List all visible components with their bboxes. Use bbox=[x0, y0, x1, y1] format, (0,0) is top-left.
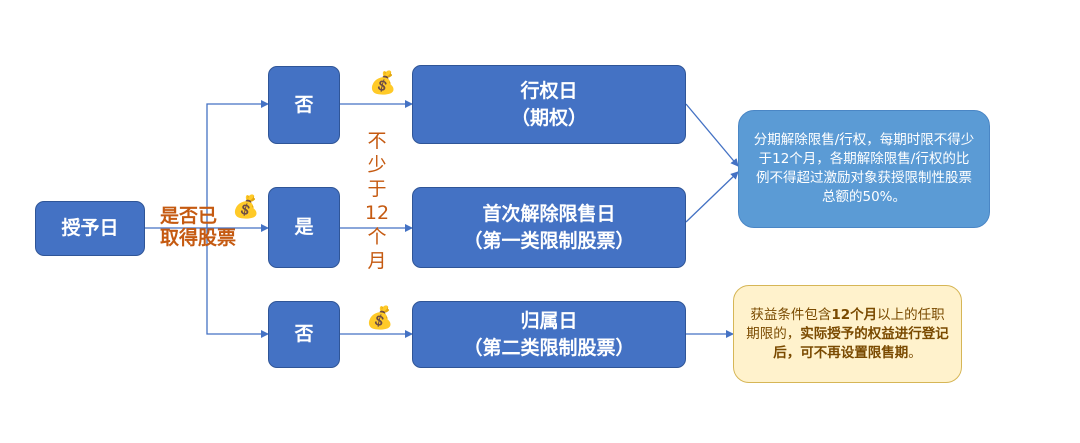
obtained-shares-line1: 是否已 bbox=[160, 205, 218, 227]
first-unlock-date-subtitle: （第一类限制股票） bbox=[463, 229, 635, 252]
money-bag-icon: 💰 bbox=[369, 71, 397, 96]
min-period-char: 个 bbox=[367, 226, 387, 248]
grant-date-box: 授予日 bbox=[35, 201, 145, 256]
no-top-label: 否 bbox=[294, 93, 314, 116]
yellow-note-part: 。 bbox=[908, 344, 922, 361]
grant-date-label: 授予日 bbox=[61, 217, 119, 239]
exercise-date-box: 行权日 （期权） bbox=[412, 65, 686, 144]
connector-exercise-to-note bbox=[685, 103, 739, 167]
yellow-note-bold: 实际授予的权益进行登记后，可不再设置限售期 bbox=[773, 325, 949, 361]
blue-note-text: 分期解除限售/行权，每期时限不得少于12个月，各期解除限售/行权的比例不得超过激… bbox=[753, 132, 975, 205]
yellow-note-part: 获益条件包含 bbox=[750, 306, 832, 323]
min-period-char: 不 bbox=[367, 130, 387, 152]
vesting-date-subtitle: （第二类限制股票） bbox=[463, 336, 635, 359]
blue-note: 分期解除限售/行权，每期时限不得少于12个月，各期解除限售/行权的比例不得超过激… bbox=[738, 110, 990, 228]
vesting-date-box: 归属日 （第二类限制股票） bbox=[412, 301, 686, 368]
yellow-note-part: 以上的任职期限的， bbox=[746, 306, 945, 342]
money-bag-icon: 💰 bbox=[232, 195, 260, 220]
obtained-shares-label: 是否已 取得股票 bbox=[160, 205, 260, 249]
min-period-label: 不 少 于 12 个 月 bbox=[362, 129, 392, 273]
exercise-date-subtitle: （期权） bbox=[510, 106, 587, 129]
yes-box: 是 bbox=[268, 187, 340, 268]
vesting-date-title: 归属日 bbox=[520, 309, 578, 332]
obtained-shares-line2: 取得股票 bbox=[160, 227, 237, 249]
exercise-date-title: 行权日 bbox=[520, 79, 578, 102]
money-bag-icon: 💰 bbox=[366, 306, 394, 331]
yellow-note: 获益条件包含12个月以上的任职期限的，实际授予的权益进行登记后，可不再设置限售期… bbox=[733, 285, 962, 383]
min-period-char: 于 bbox=[367, 178, 387, 200]
no-bottom-label: 否 bbox=[294, 323, 314, 345]
connector-branch-top bbox=[206, 100, 269, 228]
yellow-note-text: 获益条件包含12个月以上的任职期限的，实际授予的权益进行登记后，可不再设置限售期… bbox=[746, 306, 949, 363]
no-top-box: 否 bbox=[268, 66, 340, 144]
yellow-note-bold: 12个月 bbox=[831, 306, 878, 323]
no-bottom-box: 否 bbox=[268, 301, 340, 368]
first-unlock-date-box: 首次解除限售日 （第一类限制股票） bbox=[412, 187, 686, 268]
min-period-char: 少 bbox=[367, 154, 387, 176]
connector-unlock-to-note bbox=[685, 171, 739, 223]
first-unlock-date-title: 首次解除限售日 bbox=[482, 202, 616, 225]
min-period-char: 月 bbox=[367, 250, 387, 272]
min-period-char: 12 bbox=[364, 202, 390, 224]
yes-label: 是 bbox=[294, 216, 314, 238]
connector-branch-bottom bbox=[206, 228, 269, 338]
